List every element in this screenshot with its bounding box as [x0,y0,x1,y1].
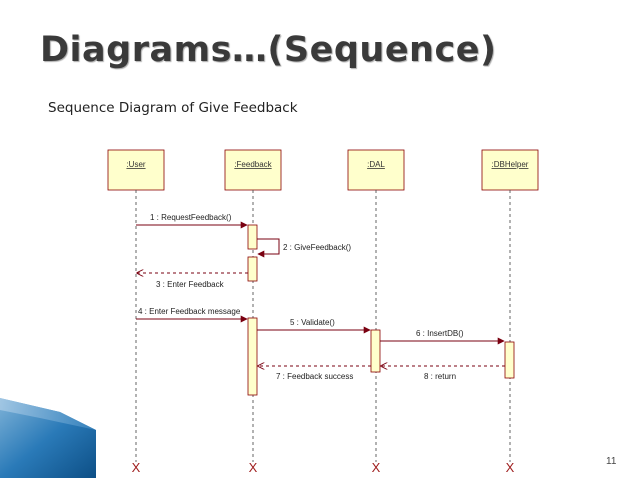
lifeline-user: :User X [107,149,165,475]
destroy-marker: X [132,460,141,475]
message-label: 3 : Enter Feedback [156,280,225,289]
lifeline-dbhelper: :DBHelper X [481,149,539,475]
activation-bar-feedback-1 [247,224,258,250]
message-5: 5 : Validate() [257,318,371,334]
lifeline-label: :Feedback [234,160,272,169]
lifeline-feedback: :Feedback X [224,149,282,475]
message-8: 8 : return [381,366,505,381]
message-7: 7 : Feedback success [258,366,371,381]
slide-subtitle: Sequence Diagram of Give Feedback [48,100,298,116]
message-label: 5 : Validate() [290,318,335,327]
destroy-marker: X [506,460,515,475]
message-label: 1 : RequestFeedback() [150,213,232,222]
activation-bar-dbhelper [504,341,515,379]
lifeline-label: :DBHelper [492,160,529,169]
message-4: 4 : Enter Feedback message [136,307,248,323]
destroy-marker: X [249,460,258,475]
message-label: 7 : Feedback success [276,372,353,381]
message-2: 2 : GiveFeedback() [257,238,351,258]
message-label: 8 : return [424,372,456,381]
lifeline-dal: :DAL X [347,149,405,475]
activation-bar-feedback-3 [247,317,258,396]
lifeline-label: :User [126,160,145,169]
message-label: 2 : GiveFeedback() [283,243,351,252]
page-number: 11 [606,456,617,467]
message-label: 6 : InsertDB() [416,329,464,338]
message-3: 3 : Enter Feedback [137,273,248,289]
destroy-marker: X [372,460,381,475]
slide-title: Diagrams…(Sequence) [40,30,497,70]
message-label: 4 : Enter Feedback message [138,307,241,316]
activation-bar-dal [370,329,381,373]
message-1: 1 : RequestFeedback() [136,213,248,229]
lifeline-label: :DAL [367,160,385,169]
activation-bar-feedback-2 [247,256,258,282]
message-6: 6 : InsertDB() [380,329,505,345]
